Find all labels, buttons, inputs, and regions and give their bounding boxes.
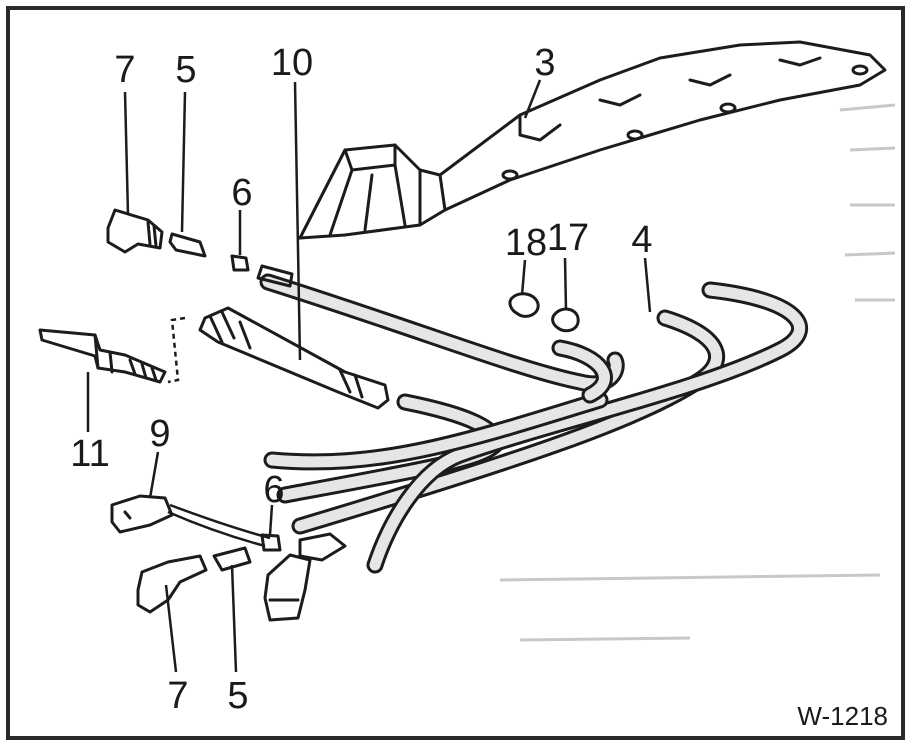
- callout-9: 9: [149, 413, 170, 455]
- callout-6-bottom: 6: [263, 469, 284, 511]
- callout-17: 17: [547, 217, 589, 259]
- callout-5-bottom: 5: [227, 675, 248, 717]
- grommet-17: [551, 307, 580, 333]
- callout-11: 11: [70, 433, 109, 475]
- ring-top: [230, 254, 250, 272]
- plug-connector-long: [198, 306, 390, 410]
- figure-id: W-1218: [797, 701, 888, 731]
- lead-bundle: [259, 273, 808, 574]
- elbow-connector-centre: [263, 532, 347, 622]
- connector-sleeve-top: [168, 232, 207, 258]
- grommet-18: [508, 292, 540, 318]
- ring-bottom: [260, 533, 282, 552]
- leader-lines: [86, 79, 652, 673]
- spark-plug: [38, 328, 167, 384]
- callout-7-bottom: 7: [167, 675, 188, 717]
- elbow-connector-bottom: [136, 554, 208, 614]
- callout-7-top: 7: [114, 49, 135, 91]
- plug-with-cable: [110, 494, 271, 548]
- connector-sleeve-bottom: [212, 546, 252, 572]
- callout-10: 10: [271, 42, 313, 84]
- show-through-lines: [499, 103, 896, 642]
- figure-frame: [6, 6, 905, 740]
- cover-tray: [298, 40, 887, 240]
- callout-5-top: 5: [175, 49, 196, 91]
- elbow-connector-top: [106, 208, 164, 254]
- callout-3: 3: [534, 42, 555, 84]
- callout-18: 18: [505, 222, 547, 264]
- tube-end: [256, 264, 294, 288]
- callout-6-top: 6: [231, 172, 252, 214]
- callout-4: 4: [631, 219, 652, 261]
- alignment-bracket: [167, 316, 186, 384]
